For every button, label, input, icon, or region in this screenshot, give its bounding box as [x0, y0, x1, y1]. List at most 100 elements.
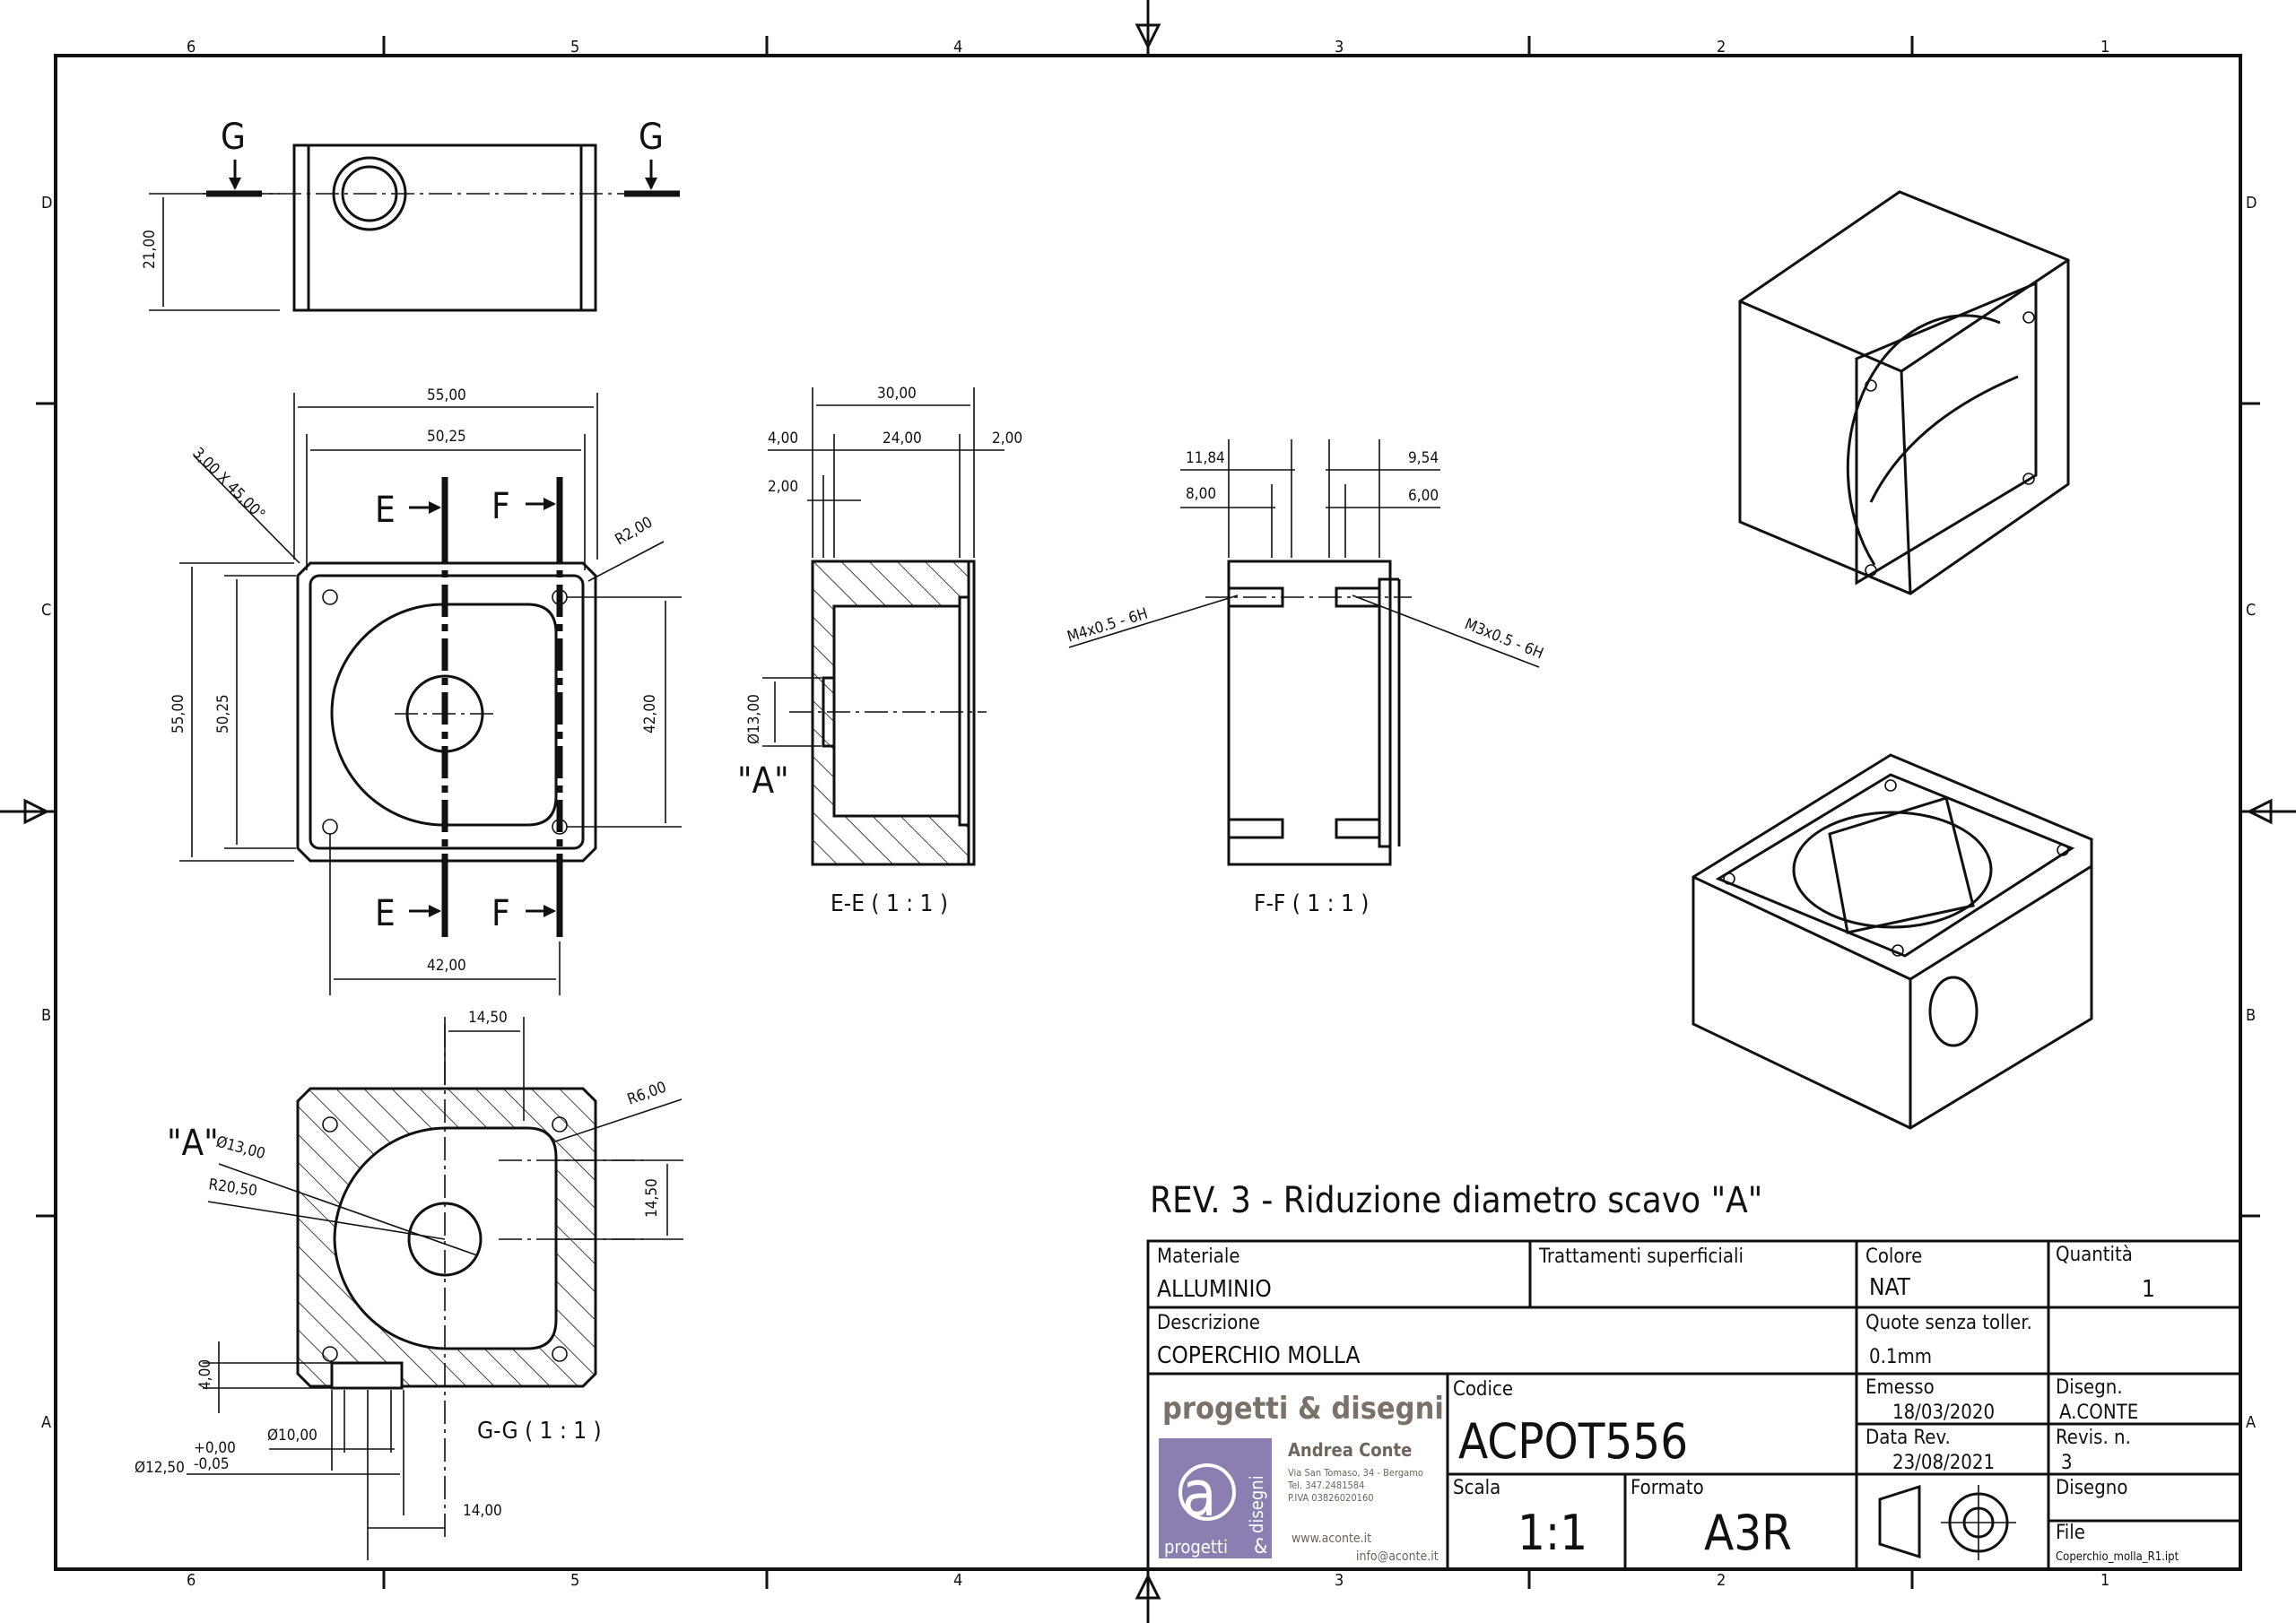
dim-ee-total: 30,00 [877, 385, 917, 403]
section-label-e: E [375, 490, 396, 531]
dim-chamfer: 3,00 X 45,00° [188, 444, 268, 524]
col-label: 3 [1335, 38, 1344, 56]
dim-gg-4: 4,00 [196, 1359, 214, 1390]
dim-front-width-inner: 50,25 [427, 428, 466, 446]
col-label: 1 [2100, 38, 2109, 56]
company-tel: Tel. 347.2481584 [1287, 1480, 1364, 1491]
dim-gg-tol-plus: +0,00 [194, 1439, 236, 1457]
logo-word-disegni: disegni [1246, 1475, 1267, 1533]
logo-amp: & [1254, 1536, 1267, 1558]
row-label: B [2246, 1006, 2256, 1025]
dim-gg-r6: R6,00 [625, 1079, 669, 1109]
section-ee-title: E-E ( 1 : 1 ) [831, 890, 948, 917]
logo-word-progetti: progetti [1164, 1536, 1228, 1558]
section-label-g: G [639, 117, 664, 158]
isometric-view-back [1738, 190, 2070, 595]
row-label: C [2246, 601, 2256, 620]
dim-front-width-outer: 55,00 [427, 386, 466, 404]
dim-ff-r2: 6,00 [1408, 487, 1439, 505]
zone-labels: 6 5 4 3 2 1 6 5 4 3 2 1 D C B A D C B A [41, 38, 2257, 1590]
dim-top-height: 21,00 [141, 230, 159, 269]
row-label: D [2246, 194, 2257, 213]
dim-front-holes-v: 42,00 [641, 694, 659, 733]
row-label: A [41, 1413, 51, 1432]
front-view: E F E F 55,00 50,25 3,00 X 45,00° R2,00 … [170, 386, 682, 995]
col-label: 5 [570, 38, 579, 56]
section-label-f: F [491, 893, 510, 934]
section-label-g: G [221, 117, 246, 158]
dim-gg-14: 14,00 [463, 1502, 502, 1520]
dim-gg-dia10: Ø10,00 [267, 1427, 317, 1445]
value-revis: 3 [2061, 1452, 2073, 1474]
label-emesso: Emesso [1866, 1376, 1935, 1399]
label-scala: Scala [1453, 1477, 1500, 1499]
company-person: Andrea Conte [1288, 1439, 1412, 1461]
dim-gg-top: 14,50 [468, 1009, 508, 1027]
label-ee-a: "A" [737, 760, 789, 802]
label-colore: Colore [1866, 1245, 1922, 1268]
dim-gg-tol-minus: -0,05 [194, 1455, 230, 1473]
dim-gg-dia12: Ø12,50 [135, 1459, 185, 1477]
row-label: A [2246, 1413, 2256, 1432]
value-quantita: 1 [2142, 1276, 2155, 1303]
value-data-rev: 23/08/2021 [1892, 1452, 1995, 1474]
dim-ee-right: 2,00 [992, 430, 1022, 447]
thread-label-left: M4x0.5 - 6H [1065, 605, 1151, 647]
label-descrizione: Descrizione [1157, 1312, 1260, 1334]
label-disegn: Disegn. [2056, 1376, 2123, 1399]
value-emesso: 18/03/2020 [1892, 1402, 1995, 1424]
label-codice: Codice [1453, 1378, 1513, 1401]
title-block: Materiale ALLUMINIO Trattamenti superfic… [1146, 1239, 2242, 1571]
value-colore: NAT [1869, 1274, 1910, 1301]
revision-note: REV. 3 - Riduzione diametro scavo "A" [1150, 1180, 1762, 1221]
label-quantita: Quantità [2056, 1244, 2133, 1266]
dim-ee-diameter: Ø13,00 [745, 694, 763, 744]
dim-front-height-outer: 55,00 [170, 694, 187, 733]
value-scala: 1:1 [1518, 1505, 1587, 1561]
company-web: www.aconte.it [1292, 1532, 1371, 1546]
col-label: 6 [187, 38, 196, 56]
value-codice: ACPOT556 [1458, 1413, 1688, 1470]
label-file: File [2056, 1522, 2085, 1544]
section-gg-title: G-G ( 1 : 1 ) [477, 1418, 602, 1445]
section-label-f: F [491, 486, 510, 527]
logo-letter: a [1182, 1457, 1217, 1531]
col-label: 1 [2100, 1571, 2109, 1590]
company-email: info@aconte.it [1356, 1549, 1439, 1564]
value-formato: A3R [1704, 1505, 1792, 1561]
label-gg-a: "A" [167, 1123, 219, 1164]
company-piva: P.IVA 03826020160 [1288, 1492, 1374, 1504]
dim-ee-mid: 24,00 [883, 430, 922, 447]
col-label: 2 [1717, 1571, 1726, 1590]
dim-front-holes-h: 42,00 [427, 957, 466, 975]
row-label: C [41, 601, 51, 620]
company-logo [1159, 1438, 1272, 1558]
dim-ff-l1: 11,84 [1186, 449, 1225, 467]
label-disegno: Disegno [2056, 1477, 2127, 1499]
row-label: D [41, 194, 52, 213]
company-address: Via San Tomaso, 34 - Bergamo [1288, 1467, 1423, 1479]
label-formato: Formato [1631, 1477, 1704, 1499]
section-ff-title: F-F ( 1 : 1 ) [1254, 890, 1369, 917]
top-view: G G 21,00 [141, 117, 680, 312]
dim-ff-r1: 9,54 [1408, 449, 1439, 467]
thread-label-right: M3x0.5 - 6H [1462, 615, 1546, 663]
label-data-rev: Data Rev. [1866, 1427, 1951, 1449]
dim-radius-r2: R2,00 [613, 514, 657, 550]
label-materiale: Materiale [1157, 1245, 1240, 1268]
col-label: 2 [1717, 38, 1726, 56]
dim-gg-dia13: Ø13,00 [214, 1133, 267, 1164]
value-file: Coperchio_molla_R1.ipt [2056, 1550, 2179, 1564]
dim-gg-r20: R20,50 [207, 1176, 258, 1200]
value-materiale: ALLUMINIO [1157, 1276, 1272, 1303]
col-label: 6 [187, 1571, 196, 1590]
section-gg-view: 14,50 R6,00 14,50 "A" Ø13,00 R20,50 4,00… [135, 1009, 683, 1560]
col-label: 4 [953, 38, 962, 56]
dim-gg-right: 14,50 [643, 1178, 661, 1218]
dim-ff-l2: 8,00 [1186, 485, 1216, 503]
value-descrizione: COPERCHIO MOLLA [1157, 1342, 1360, 1369]
dim-ee-left: 4,00 [768, 430, 798, 447]
dim-front-height-inner: 50,25 [214, 694, 232, 733]
